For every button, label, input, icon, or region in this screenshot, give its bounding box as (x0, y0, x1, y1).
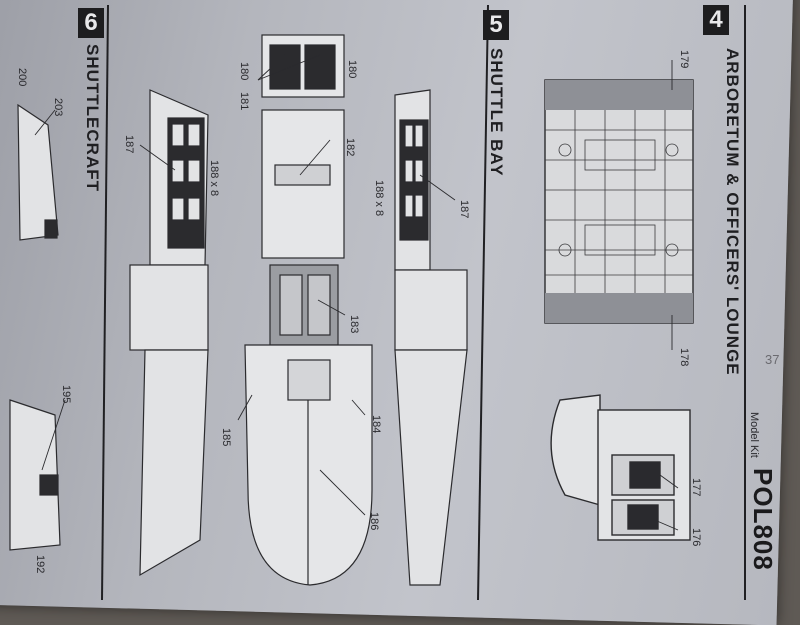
model-code: POL808 (748, 468, 778, 571)
part-177: 177 (690, 478, 702, 497)
part-188-left: 188 x 8 (208, 160, 220, 197)
part-192: 192 (34, 555, 46, 574)
step-5-number: 5 (483, 10, 509, 40)
shuttle-bay-wall-right (394, 89, 468, 586)
part-176: 176 (690, 528, 702, 547)
part-182: 182 (344, 138, 356, 157)
step-5-title: SHUTTLE BAY (487, 48, 506, 177)
step-6-title: SHUTTLECRAFT (83, 44, 102, 192)
part-187-right: 187 (458, 200, 470, 219)
part-185: 185 (220, 428, 232, 447)
part-180-left: 180 (238, 62, 250, 81)
part-195: 195 (60, 385, 72, 404)
arboretum-panel (544, 79, 694, 324)
step-6-number: 6 (78, 8, 104, 38)
step-4-title: ARBORETUM & OFFICERS' LOUNGE (723, 48, 742, 376)
part-187-left: 187 (123, 135, 135, 154)
step-4-number: 4 (703, 5, 729, 35)
model-kit-label: Model Kit (748, 412, 760, 458)
lounge-part (550, 394, 691, 541)
part-178: 178 (678, 348, 690, 367)
line-drawings (9, 4, 746, 600)
part-179: 179 (678, 50, 690, 69)
part-203: 203 (52, 98, 64, 117)
part-180-right: 180 (346, 60, 358, 79)
part-186: 186 (368, 512, 380, 531)
part-181: 181 (238, 92, 250, 111)
divider-left (101, 4, 109, 600)
page-number: 37 (765, 352, 780, 367)
part-188-right: 188 x 8 (373, 180, 385, 217)
part-184: 184 (370, 415, 382, 434)
shuttle-bay-wall-left (129, 89, 209, 577)
shuttlecraft-part (9, 103, 61, 551)
part-200: 200 (16, 68, 28, 87)
divider-middle (477, 4, 489, 600)
part-183: 183 (348, 315, 360, 334)
